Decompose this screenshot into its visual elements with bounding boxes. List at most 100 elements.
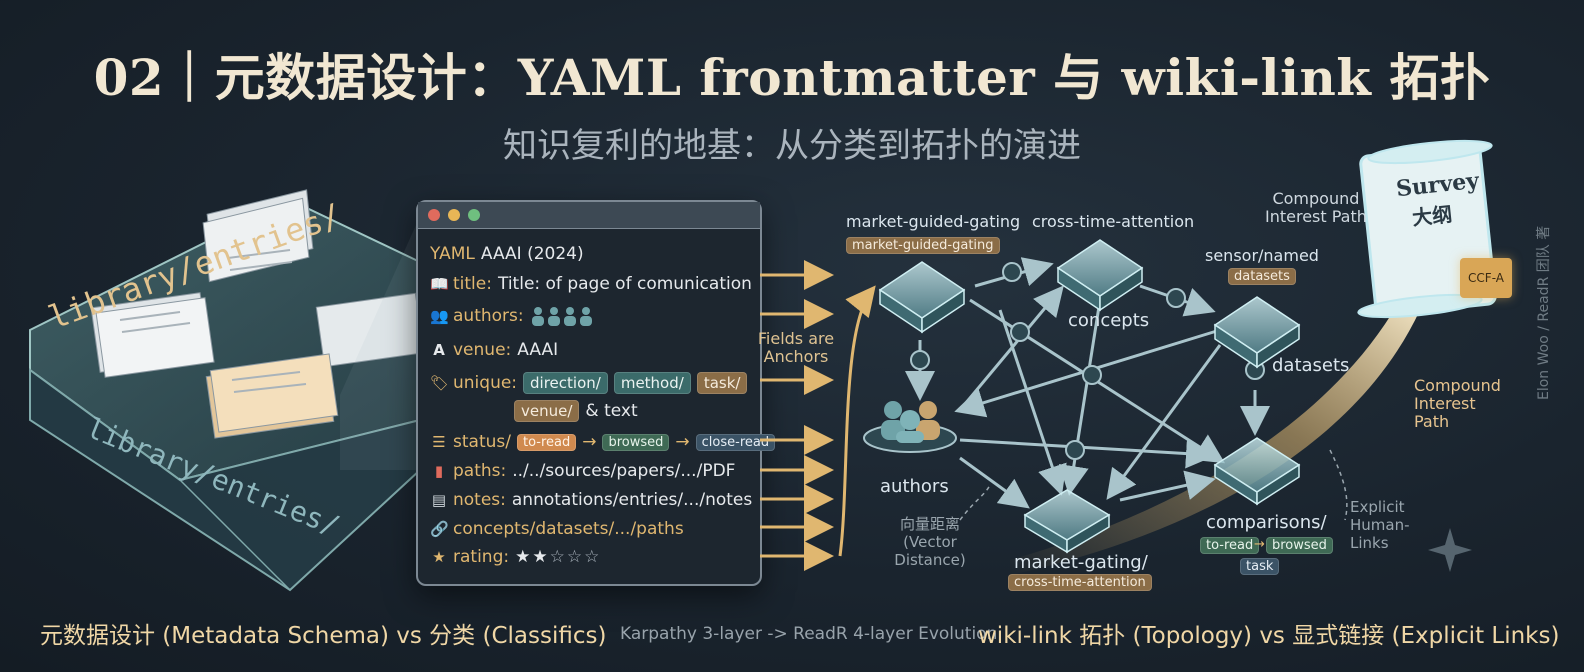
sparkle-icon: [1428, 528, 1472, 572]
anchors-label: Fields are Anchors: [757, 329, 835, 366]
minimize-dot-icon[interactable]: [448, 209, 460, 221]
star-filled-icon[interactable]: ★: [532, 547, 550, 567]
field-authors-key: authors:: [453, 306, 524, 326]
document-icon: ▤: [431, 491, 447, 509]
compound-right-2: Interest: [1414, 394, 1476, 413]
cta-label: cross-time-attention: [1032, 212, 1195, 231]
authors-label: authors: [880, 476, 949, 497]
mgg-label: market-guided-gating: [846, 212, 1021, 231]
vector-cn: 向量距离: [899, 515, 960, 533]
book-icon: 📖: [430, 275, 449, 293]
footer-middle: Karpathy 3-layer -> ReadR 4-layer Evolut…: [620, 624, 998, 644]
yaml-key: YAML: [430, 244, 475, 264]
comparisons-task[interactable]: task: [1240, 558, 1280, 575]
explicit-1: Explicit: [1350, 498, 1405, 516]
compound-right-1: Compound: [1414, 376, 1501, 395]
vector-en2: Distance): [894, 551, 966, 569]
tag-task[interactable]: task/: [696, 372, 748, 394]
venue-a-icon: A: [433, 341, 445, 359]
page-subtitle: 知识复利的地基：从分类到拓扑的演进: [503, 126, 1081, 166]
field-unique: 🏷 unique: direction/ method/ task/: [430, 372, 753, 394]
compound-top-2: Interest Path: [1265, 207, 1367, 226]
page-title: 02｜元数据设计：YAML frontmatter 与 wiki-link 拓扑: [93, 48, 1491, 107]
field-title: 📖 title: Title: of page of comunication: [430, 274, 752, 294]
arrow-icon: →: [582, 432, 597, 452]
anchor-curve: [838, 285, 876, 557]
list-icon: ☰: [432, 433, 446, 451]
field-authors: 👥 authors:: [430, 305, 598, 327]
field-unique-cont: venue/ & text: [514, 400, 638, 422]
users-icon: 👥: [430, 307, 449, 325]
explicit-3: Links: [1350, 534, 1389, 552]
field-status: ☰ status/ to-read → browsed → close-read: [430, 432, 781, 452]
market-gating-tag[interactable]: cross-time-attention: [1008, 574, 1152, 591]
author-credit: Elon Woo / ReadR 团队 著: [1536, 225, 1552, 400]
star-empty-icon[interactable]: ☆: [584, 547, 602, 567]
rating-stars: ★★☆☆☆: [515, 547, 601, 567]
arrow-icon: →: [1254, 537, 1265, 552]
status-close-read[interactable]: close-read: [695, 433, 776, 451]
status-browsed[interactable]: browsed: [602, 433, 670, 451]
compound-right-3: Path: [1414, 412, 1450, 431]
field-paths-value: ../../sources/papers/.../PDF: [512, 461, 736, 481]
tag-icon: 🏷: [430, 374, 450, 392]
status-to-read[interactable]: to-read: [516, 433, 577, 451]
field-notes-key: notes:: [453, 490, 506, 510]
mgg-tag[interactable]: market-guided-gating: [846, 237, 1000, 254]
library-box: [29, 189, 425, 592]
star-icon: ★: [432, 548, 446, 566]
market-gating-label: market-gating/: [1014, 552, 1148, 573]
window-titlebar: [418, 202, 760, 229]
author-avatars-icon: [531, 307, 592, 326]
comparisons-tag-to-read[interactable]: to-read: [1200, 537, 1260, 554]
field-venue: A venue: AAAI: [430, 340, 558, 360]
compound-top-label: Compound Interest Path: [1265, 190, 1367, 226]
field-concepts-key: concepts/datasets/.../paths: [453, 519, 684, 539]
field-unique-key: unique:: [453, 373, 518, 393]
field-title-value: Title: of page of comunication: [497, 274, 752, 294]
comparisons-tag-browsed[interactable]: browsed: [1266, 537, 1333, 554]
compound-top-1: Compound: [1272, 189, 1360, 208]
arrow-icon: →: [675, 432, 690, 452]
tag-method[interactable]: method/: [613, 372, 691, 394]
vector-distance-label: 向量距离 (Vector Distance): [890, 515, 970, 569]
field-title-key: title:: [453, 274, 492, 294]
star-empty-icon[interactable]: ☆: [549, 547, 567, 567]
tag-venue[interactable]: venue/: [514, 400, 580, 422]
node-authors: [863, 401, 957, 453]
field-unique-suffix: & text: [585, 401, 638, 421]
sensor-tag[interactable]: datasets: [1228, 268, 1296, 285]
tag-direction[interactable]: direction/: [523, 372, 608, 394]
footer-right: wiki-link 拓扑 (Topology) vs 显式链接 (Explici…: [978, 623, 1560, 649]
close-dot-icon[interactable]: [428, 209, 440, 221]
footer-left: 元数据设计 (Metadata Schema) vs 分类 (Classific…: [40, 623, 607, 649]
field-venue-value: AAAI: [517, 340, 559, 360]
survey-subtitle: 大纲: [1411, 201, 1454, 231]
yaml-header-row: YAML AAAI (2024): [430, 244, 584, 264]
yaml-venue-year: AAAI (2024): [480, 244, 584, 264]
field-status-key: status/: [453, 432, 511, 452]
concepts-label: concepts: [1068, 310, 1150, 331]
explicit-2: Human-: [1350, 516, 1410, 534]
paper-stack: [90, 189, 425, 439]
field-paths-key: paths:: [453, 461, 507, 481]
star-filled-icon[interactable]: ★: [515, 547, 533, 567]
vector-distance-dashed: [959, 484, 991, 521]
field-concepts: 🔗 concepts/datasets/.../paths: [430, 519, 690, 539]
field-arrows: [760, 260, 834, 571]
yaml-editor-window: YAML AAAI (2024) 📖 title: Title: of page…: [416, 200, 776, 586]
star-empty-icon[interactable]: ☆: [566, 547, 585, 567]
datasets-label: datasets: [1272, 355, 1350, 376]
field-venue-key: venue:: [453, 340, 512, 360]
field-notes: ▤ notes: annotations/entries/.../notes: [430, 490, 752, 510]
ccf-a-badge: CCF-A: [1460, 258, 1512, 298]
pdf-icon: ▮: [434, 462, 444, 480]
sensor-label: sensor/named: [1205, 246, 1319, 265]
crystal-nodes: [878, 239, 1301, 554]
field-notes-value: annotations/entries/.../notes: [511, 490, 753, 510]
maximize-dot-icon[interactable]: [468, 209, 480, 221]
field-rating: ★ rating: ★★☆☆☆: [430, 547, 601, 567]
explicit-links-label: Explicit Human- Links: [1350, 498, 1410, 552]
compound-interest-swoosh: [1010, 300, 1420, 575]
